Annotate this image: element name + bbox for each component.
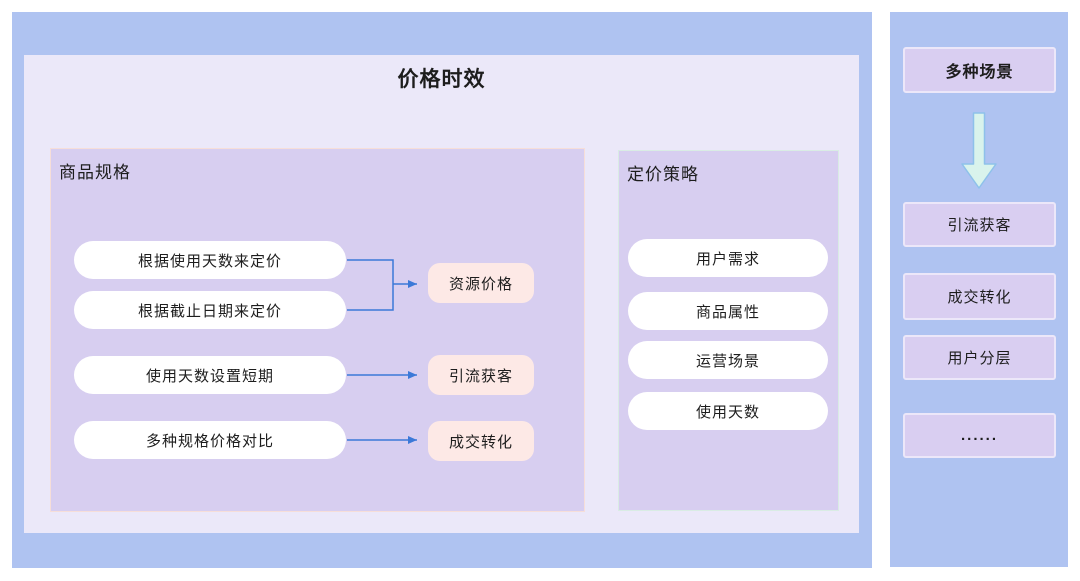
scenario-item: 用户分层 xyxy=(903,335,1056,380)
product-spec-title: 商品规格 xyxy=(59,163,131,182)
scenario-item: 成交转化 xyxy=(903,273,1056,320)
scenarios-column: 多种场景 引流获客 成交转化 用户分层 ...... xyxy=(890,12,1068,567)
pricing-strategy-box: 定价策略 用户需求 商品属性 运营场景 使用天数 xyxy=(618,150,839,511)
price-section-container: 价格时效 商品规格 根据使用天数来定价 根据截止日期来定价 使用天数设置短期 多… xyxy=(12,12,872,568)
scenarios-title: 多种场景 xyxy=(903,47,1056,93)
pricing-strategy-title: 定价策略 xyxy=(627,165,699,184)
strategy-item-pill: 用户需求 xyxy=(628,239,828,277)
price-section-panel: 价格时效 商品规格 根据使用天数来定价 根据截止日期来定价 使用天数设置短期 多… xyxy=(24,55,859,533)
spec-source-pill: 多种规格价格对比 xyxy=(74,421,346,459)
spec-source-pill: 使用天数设置短期 xyxy=(74,356,346,394)
section-title: 价格时效 xyxy=(397,68,486,91)
down-arrow-icon xyxy=(961,112,997,189)
spec-target-pill: 成交转化 xyxy=(428,421,534,461)
product-spec-box: 商品规格 根据使用天数来定价 根据截止日期来定价 使用天数设置短期 多种规格价格… xyxy=(50,148,585,512)
spec-target-pill: 引流获客 xyxy=(428,355,534,395)
flow-connector-arrows xyxy=(347,259,417,444)
scenario-item: 引流获客 xyxy=(903,202,1056,247)
strategy-item-pill: 商品属性 xyxy=(628,292,828,330)
strategy-item-pill: 运营场景 xyxy=(628,341,828,379)
spec-target-pill: 资源价格 xyxy=(428,263,534,303)
spec-source-pill: 根据使用天数来定价 xyxy=(74,241,346,279)
spec-source-pill: 根据截止日期来定价 xyxy=(74,291,346,329)
strategy-item-pill: 使用天数 xyxy=(628,392,828,430)
scenario-item: ...... xyxy=(903,413,1056,458)
